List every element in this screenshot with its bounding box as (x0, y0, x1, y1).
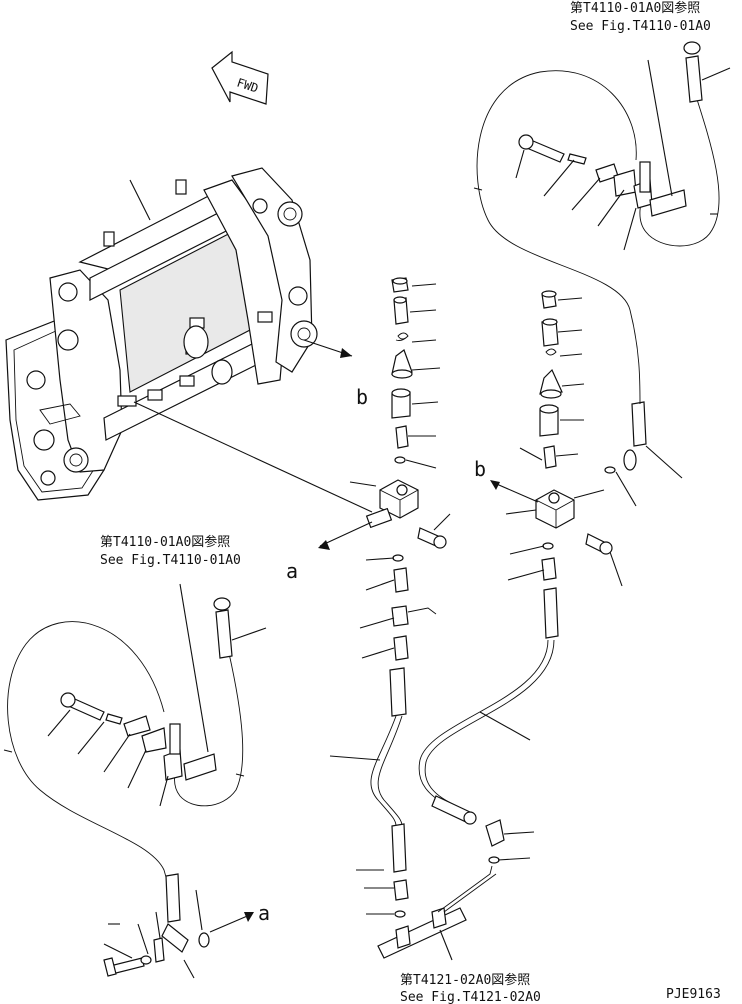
callout-a-bottom-arrow (209, 912, 254, 933)
right-fitting-stack (535, 290, 647, 639)
ref-top-right-en: See Fig.T4110-01A0 (570, 19, 711, 34)
ref-top-right-jp: 第T4110-01A0図参照 (570, 0, 700, 16)
fwd-arrow-icon: FWD (211, 50, 269, 105)
lower-fittings (377, 795, 535, 961)
ref-middle-left: 第T4110-01A0図参照 See Fig.T4110-01A0 (100, 534, 241, 568)
leader-frame (129, 179, 151, 221)
callout-b-frame-arrow (303, 339, 353, 358)
loader-frame (5, 167, 318, 501)
ref-middle-left-jp: 第T4110-01A0図参照 (100, 534, 230, 550)
right-leaders (505, 297, 683, 587)
callout-b-frame: b (356, 385, 368, 409)
top-right-hose-loop (473, 41, 731, 405)
bottom-left-hose-loop (3, 583, 267, 979)
center-leaders (329, 283, 451, 915)
center-fitting-stack (365, 277, 447, 918)
callout-b-block-arrow (490, 480, 539, 503)
callout-b-block: b (474, 457, 486, 481)
callout-a-left: a (286, 559, 298, 583)
fwd-label: FWD (235, 76, 260, 96)
callout-a-bottom: a (258, 901, 270, 925)
leader-clamp-to-block (133, 401, 373, 513)
ref-bottom-jp: 第T4121-02A0図参照 (400, 972, 530, 988)
callout-a-left-arrow (318, 521, 373, 550)
ref-bottom-en: See Fig.T4121-02A0 (400, 990, 541, 1004)
drawing-number: PJE9163 (666, 987, 721, 1002)
ref-top-right: 第T4110-01A0図参照 See Fig.T4110-01A0 (570, 0, 711, 34)
ref-bottom: 第T4121-02A0図参照 See Fig.T4121-02A0 (400, 972, 541, 1004)
right-hose (418, 639, 549, 809)
ref-middle-left-en: See Fig.T4110-01A0 (100, 553, 241, 568)
